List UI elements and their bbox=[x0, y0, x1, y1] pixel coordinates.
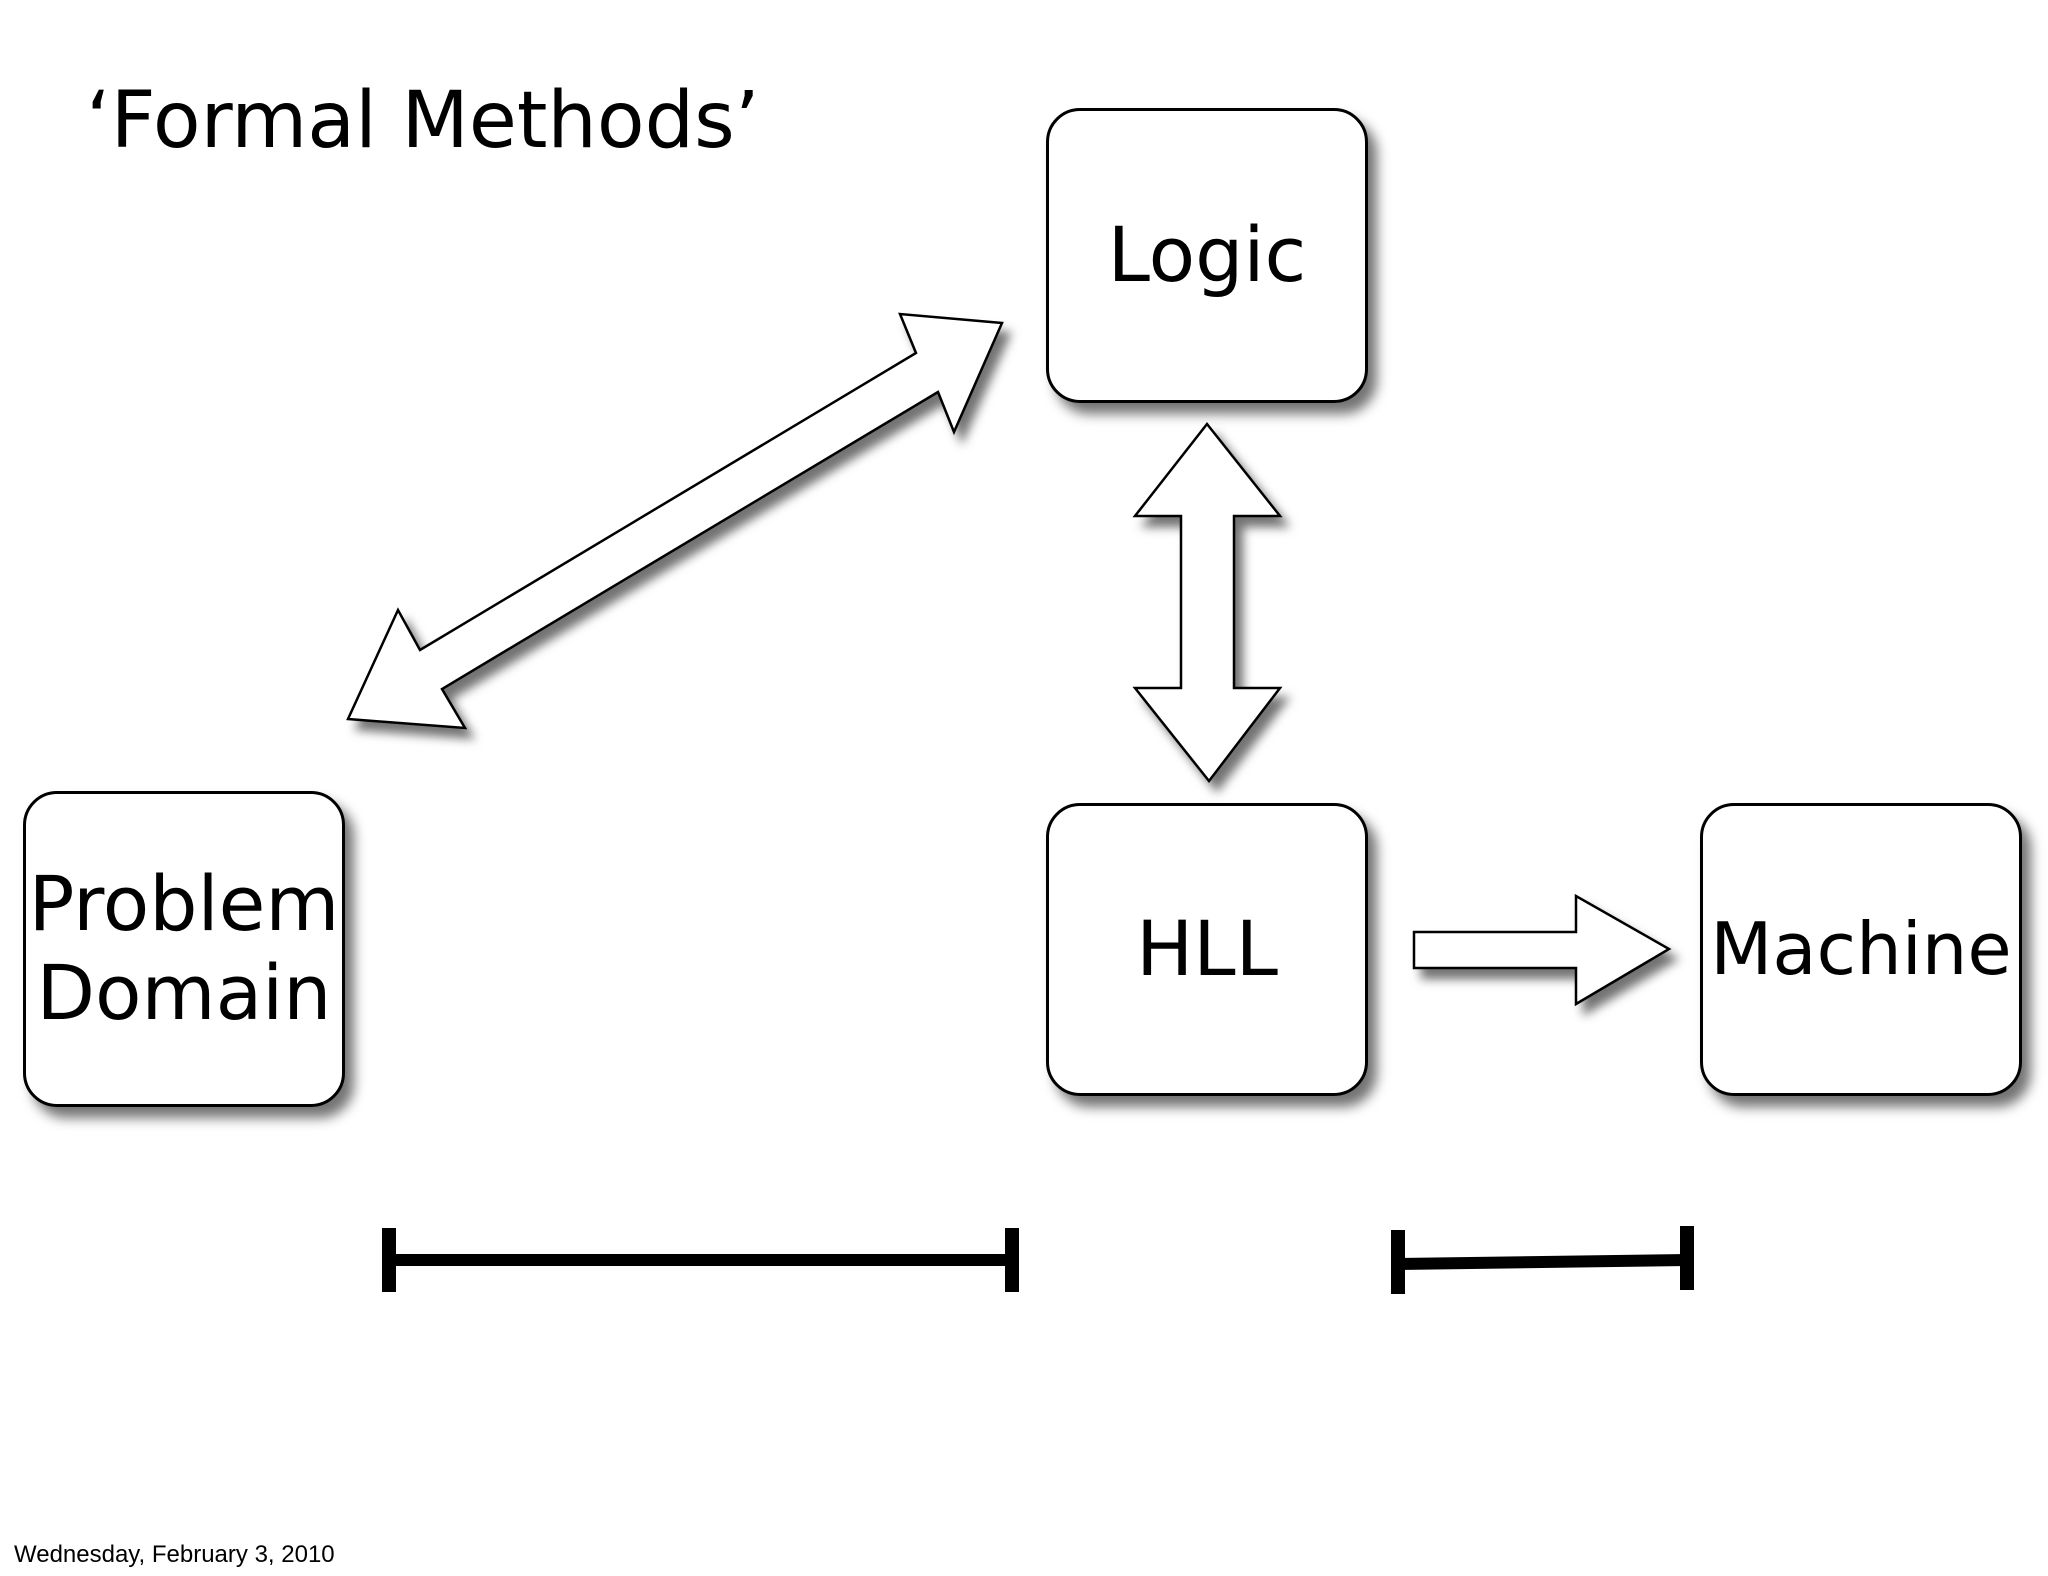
node-problem-domain: Problem Domain bbox=[23, 791, 345, 1107]
node-problem-domain-label: Problem Domain bbox=[28, 859, 340, 1037]
double-arrow-problem-logic bbox=[346, 312, 1004, 730]
node-hll: HLL bbox=[1046, 803, 1368, 1096]
double-arrow-logic-hll bbox=[1132, 421, 1283, 784]
span-bar-right bbox=[1391, 1226, 1694, 1294]
span-bar-left bbox=[382, 1228, 1019, 1292]
node-logic: Logic bbox=[1046, 108, 1368, 403]
footer-date: Wednesday, February 3, 2010 bbox=[14, 1541, 335, 1568]
arrow-hll-to-machine bbox=[1412, 893, 1672, 1007]
node-machine: Machine bbox=[1700, 803, 2022, 1096]
node-hll-label: HLL bbox=[1136, 904, 1278, 994]
node-logic-label: Logic bbox=[1107, 210, 1307, 300]
node-machine-label: Machine bbox=[1710, 907, 2012, 992]
slide-title: ‘Formal Methods’ bbox=[86, 76, 760, 166]
